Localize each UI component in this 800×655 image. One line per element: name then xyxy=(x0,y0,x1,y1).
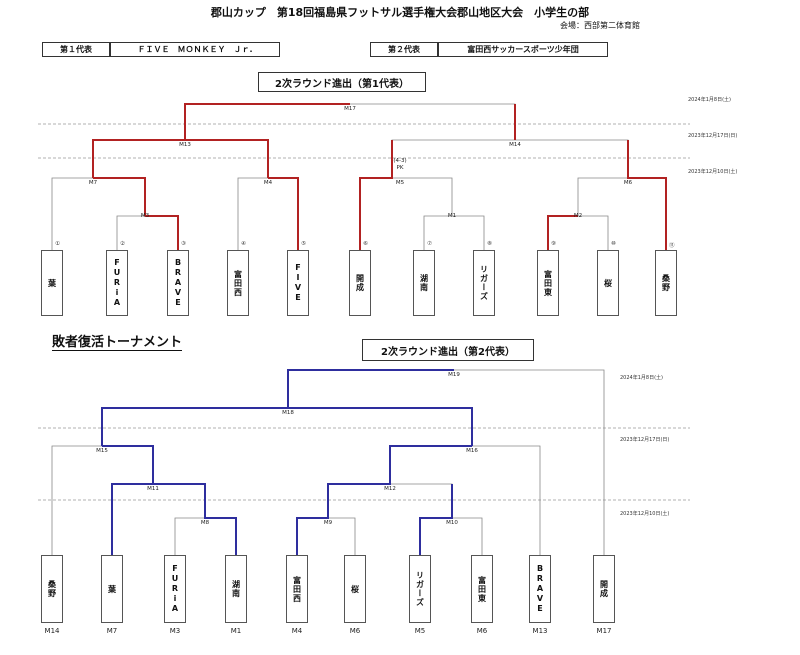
team-box: FURiA xyxy=(164,555,186,623)
team-number: ① xyxy=(55,241,60,247)
team-number: ⑪ xyxy=(669,243,675,249)
team-number: ⑨ xyxy=(551,241,556,247)
match-label: M3 xyxy=(140,213,150,219)
consolation-title: 敗者復活トーナメント xyxy=(52,331,183,351)
match-label: M8 xyxy=(200,520,210,526)
match-label: M6 xyxy=(623,180,633,186)
team-box: FIVE xyxy=(287,250,309,316)
team-box: リガーズ xyxy=(409,555,431,623)
round-date: 2024年1月8日(土) xyxy=(620,375,663,381)
match-label: M4 xyxy=(263,180,273,186)
round-date: 2023年12月10日(土) xyxy=(620,511,670,517)
rep1-value: ＦＩＶＥ ＭＯＮＫＥＹ Ｊｒ. xyxy=(110,42,280,57)
source-match-label: M13 xyxy=(532,627,548,635)
match-label: M5 xyxy=(395,180,405,186)
team-box: 湖南 xyxy=(413,250,435,316)
team-box: 湖南 xyxy=(225,555,247,623)
consolation-banner: 2次ラウンド進出（第2代表） xyxy=(362,339,534,361)
match-label: M10 xyxy=(446,520,458,526)
match-label: M14 xyxy=(509,142,521,148)
match-label: M18 xyxy=(282,410,294,416)
team-box: 開成 xyxy=(349,250,371,316)
match-label: M12 xyxy=(384,486,396,492)
source-match-label: M6 xyxy=(349,627,361,635)
source-match-label: M14 xyxy=(44,627,60,635)
match-label: M16 xyxy=(466,448,478,454)
source-match-label: M6 xyxy=(476,627,488,635)
match-label: M19 xyxy=(448,372,460,378)
team-number: ⑥ xyxy=(363,241,368,247)
team-box: 葉 xyxy=(101,555,123,623)
team-box: 葉 xyxy=(41,250,63,316)
team-number: ⑧ xyxy=(487,241,492,247)
team-number: ③ xyxy=(181,241,186,247)
pk-note: (4-3) xyxy=(393,158,407,164)
team-box: リガーズ xyxy=(473,250,495,316)
team-box: 桑野 xyxy=(655,250,677,316)
match-label: M15 xyxy=(96,448,108,454)
match-label: M13 xyxy=(179,142,191,148)
match-label: M2 xyxy=(573,213,583,219)
rep1-label: 第１代表 xyxy=(42,42,110,57)
team-number: ④ xyxy=(241,241,246,247)
round-date: 2024年1月8日(土) xyxy=(688,97,731,103)
source-match-label: M7 xyxy=(106,627,118,635)
round-date: 2023年12月10日(土) xyxy=(688,169,738,175)
source-match-label: M1 xyxy=(230,627,242,635)
team-box: 富田西 xyxy=(286,555,308,623)
team-box: FURiA xyxy=(106,250,128,316)
rep2-value: 富田西サッカースポーツ少年団 xyxy=(438,42,608,57)
team-box: 桜 xyxy=(344,555,366,623)
match-label: M7 xyxy=(88,180,98,186)
team-box: 開成 xyxy=(593,555,615,623)
team-box: 桑野 xyxy=(41,555,63,623)
source-match-label: M5 xyxy=(414,627,426,635)
rep2-label: 第２代表 xyxy=(370,42,438,57)
match-label: M9 xyxy=(323,520,333,526)
team-box: 富田東 xyxy=(471,555,493,623)
pk-label: PK xyxy=(396,165,404,171)
match-label: M11 xyxy=(147,486,159,492)
team-number: ⑤ xyxy=(301,241,306,247)
main-bracket-banner: 2次ラウンド進出（第1代表） xyxy=(258,72,426,92)
team-box: 富田東 xyxy=(537,250,559,316)
source-match-label: M17 xyxy=(596,627,612,635)
team-box: BRAVE xyxy=(167,250,189,316)
venue-text: 会場：西部第二体育館 xyxy=(560,21,640,30)
team-box: 富田西 xyxy=(227,250,249,316)
team-number: ② xyxy=(120,241,125,247)
document-title: 郡山カップ 第18回福島県フットサル選手権大会郡山地区大会 小学生の部 xyxy=(210,6,590,19)
round-date: 2023年12月17日(日) xyxy=(688,133,738,139)
match-label: M1 xyxy=(447,213,457,219)
team-box: 桜 xyxy=(597,250,619,316)
round-date: 2023年12月17日(日) xyxy=(620,437,670,443)
source-match-label: M4 xyxy=(291,627,303,635)
source-match-label: M3 xyxy=(169,627,181,635)
match-label: M17 xyxy=(344,106,356,112)
team-number: ⑩ xyxy=(611,241,616,247)
team-box: BRAVE xyxy=(529,555,551,623)
team-number: ⑦ xyxy=(427,241,432,247)
